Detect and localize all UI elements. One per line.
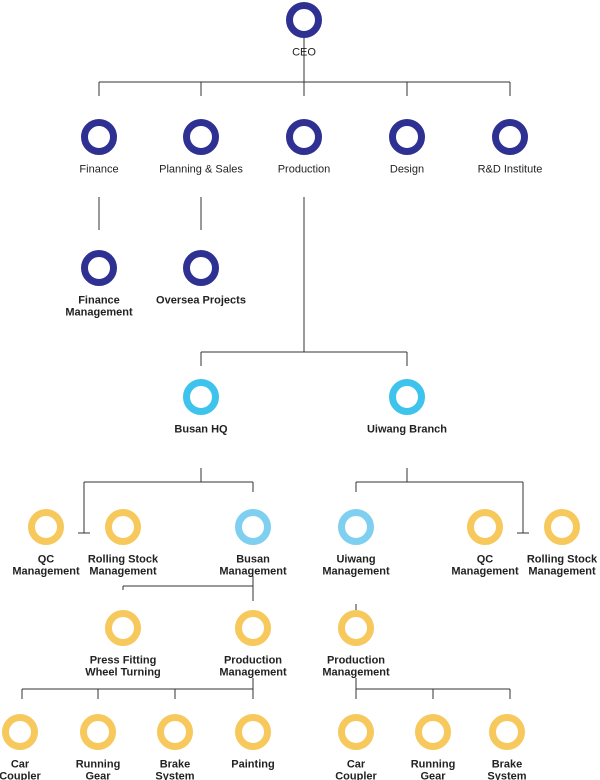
node-label: Production (327, 655, 385, 667)
node-ring (105, 610, 141, 646)
node-label: QC (477, 554, 494, 566)
node-label: System (487, 771, 526, 780)
node-ring (157, 714, 193, 750)
node-label: Running (411, 759, 456, 771)
node-ring (338, 610, 374, 646)
node-label: Planning & Sales (159, 164, 243, 176)
node-ring (286, 119, 322, 155)
node-ring (235, 714, 271, 750)
node-uiwang-branch: Uiwang Branch (367, 379, 447, 436)
node-label: Running (76, 759, 121, 771)
node-label: R&D Institute (478, 164, 543, 176)
node-label: CEO (292, 47, 316, 59)
node-ring (544, 509, 580, 545)
node-busan-hq: Busan HQ (174, 379, 228, 436)
node-planning-sales: Planning & Sales (159, 119, 243, 176)
node-ring (338, 509, 374, 545)
node-label: Oversea Projects (156, 295, 246, 307)
node-label: Uiwang (336, 554, 375, 566)
node-label: Finance (79, 164, 118, 176)
node-ring (467, 509, 503, 545)
node-label: Management (219, 667, 287, 679)
node-label: Busan (236, 554, 270, 566)
node-ring (80, 714, 116, 750)
node-label: Coupler (0, 771, 41, 780)
node-label: Management (89, 566, 157, 578)
node-label: Gear (420, 771, 446, 780)
node-ring (235, 610, 271, 646)
node-label: Production (224, 655, 282, 667)
node-label: Rolling Stock (527, 554, 598, 566)
node-label: System (155, 771, 194, 780)
node-label: Management (322, 566, 390, 578)
node-label: Rolling Stock (88, 554, 159, 566)
node-label: Management (12, 566, 80, 578)
node-label: QC (38, 554, 55, 566)
node-oversea-projects: Oversea Projects (156, 250, 246, 307)
node-ring (492, 119, 528, 155)
node-ring (2, 714, 38, 750)
node-ring (28, 509, 64, 545)
node-label: Production (278, 164, 331, 176)
node-ring (415, 714, 451, 750)
node-ring (389, 379, 425, 415)
node-label: Management (451, 566, 519, 578)
node-finance: Finance (79, 119, 119, 176)
node-ring (183, 250, 219, 286)
node-label: Coupler (335, 771, 377, 780)
node-label: Management (322, 667, 390, 679)
node-label: Wheel Turning (85, 667, 161, 679)
node-label: Uiwang Branch (367, 424, 447, 436)
node-label: Press Fitting (90, 655, 157, 667)
node-ring (105, 509, 141, 545)
node-label: Management (65, 307, 133, 319)
node-ceo: CEO (286, 2, 322, 59)
node-ring (81, 250, 117, 286)
node-ring (183, 379, 219, 415)
node-ring (286, 2, 322, 38)
node-ring (489, 714, 525, 750)
node-ring (183, 119, 219, 155)
node-label: Finance (78, 295, 120, 307)
node-ring (235, 509, 271, 545)
node-label: Management (528, 566, 596, 578)
node-label: Car (347, 759, 366, 771)
node-label: Car (11, 759, 30, 771)
node-label: Design (390, 164, 424, 176)
node-production: Production (278, 119, 331, 176)
node-label: Management (219, 566, 287, 578)
node-painting: Painting (231, 714, 275, 771)
node-label: Brake (160, 759, 191, 771)
node-label: Gear (85, 771, 111, 780)
node-design: Design (389, 119, 425, 176)
node-label: Painting (231, 759, 274, 771)
node-ring (389, 119, 425, 155)
node-label: Brake (492, 759, 523, 771)
node-rd-institute: R&D Institute (478, 119, 543, 176)
connector-lines (21, 35, 529, 699)
node-ring (81, 119, 117, 155)
node-label: Busan HQ (174, 424, 228, 436)
node-ring (338, 714, 374, 750)
